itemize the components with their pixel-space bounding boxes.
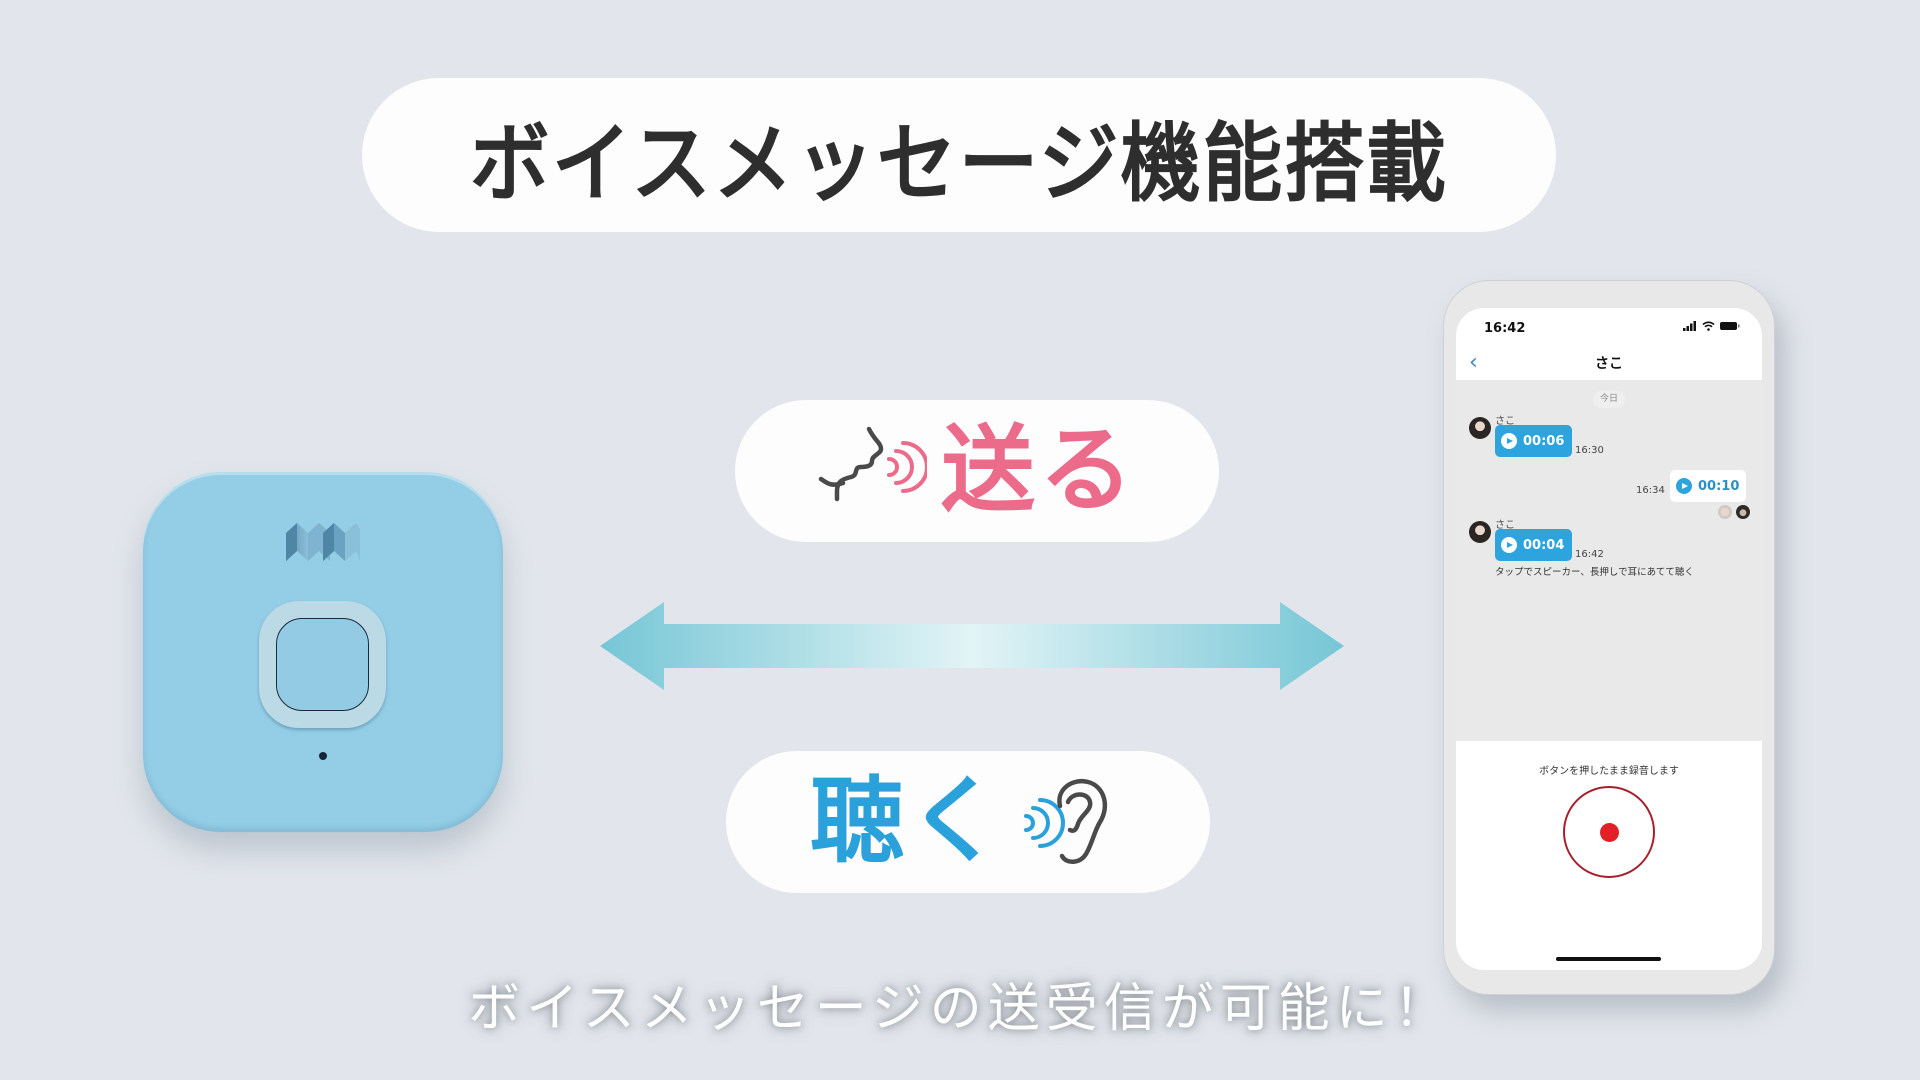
- date-label: 今日: [1593, 391, 1625, 408]
- smartphone: 16:42 ‹ さこ 今日 さこ 00:06: [1443, 280, 1775, 995]
- send-label: 送る: [940, 416, 1137, 525]
- message-duration: 00:06: [1523, 433, 1565, 449]
- sender-name: さこ: [1495, 416, 1515, 427]
- record-instruction: ボタンを押したまま録音します: [1539, 766, 1679, 777]
- message-duration: 00:04: [1523, 537, 1565, 553]
- play-icon: [1676, 478, 1692, 494]
- listen-pill: 聴く: [726, 751, 1210, 893]
- play-icon: [1501, 537, 1517, 553]
- device-talk-button[interactable]: [276, 618, 369, 711]
- title-banner: ボイスメッセージ機能搭載: [362, 78, 1556, 232]
- send-pill: 送る: [735, 400, 1219, 542]
- record-dot-icon: [1600, 823, 1619, 842]
- speaking-face-icon: [818, 426, 927, 502]
- status-time: 16:42: [1484, 321, 1526, 336]
- voice-device: [143, 472, 503, 832]
- signal-icon: [1683, 321, 1696, 331]
- wifi-icon: [1702, 321, 1715, 331]
- message-time: 16:42: [1575, 549, 1604, 560]
- message-duration: 00:10: [1698, 478, 1740, 494]
- m-logo-icon: [286, 523, 360, 561]
- avatar[interactable]: [1469, 417, 1491, 439]
- read-receipt-avatar: [1736, 505, 1750, 519]
- ear-icon: [1024, 778, 1108, 864]
- page-title: ボイスメッセージ機能搭載: [469, 113, 1449, 214]
- back-button[interactable]: ‹: [1469, 350, 1478, 375]
- device-led: [319, 752, 327, 760]
- phone-screen: 16:42 ‹ さこ 今日 さこ 00:06: [1456, 308, 1762, 970]
- voice-message-bubble[interactable]: 00:04: [1495, 529, 1572, 561]
- read-receipt-avatar: [1718, 505, 1732, 519]
- voice-message-bubble[interactable]: 00:06: [1495, 425, 1572, 457]
- message-time: 16:30: [1575, 445, 1604, 456]
- avatar[interactable]: [1469, 521, 1491, 543]
- sender-name: さこ: [1495, 520, 1515, 531]
- message-time: 16:34: [1636, 485, 1665, 496]
- chat-area[interactable]: 今日 さこ 00:06 16:30 16:34 00:10 さこ 00:04: [1456, 380, 1762, 741]
- device-button-ring: [259, 601, 386, 728]
- status-icons: [1683, 321, 1740, 331]
- battery-icon: [1720, 322, 1740, 330]
- listen-label: 聴く: [809, 767, 1006, 876]
- voice-message-bubble[interactable]: 00:10: [1670, 470, 1746, 502]
- play-icon: [1501, 433, 1517, 449]
- record-button[interactable]: [1563, 786, 1655, 878]
- chat-title: さこ: [1595, 356, 1623, 372]
- playback-hint: タップでスピーカー、長押しで耳にあてて聴く: [1495, 567, 1694, 578]
- home-indicator[interactable]: [1556, 957, 1661, 961]
- double-arrow-icon: [600, 602, 1344, 690]
- caption-text: ボイスメッセージの送受信が可能に！: [468, 979, 1452, 1039]
